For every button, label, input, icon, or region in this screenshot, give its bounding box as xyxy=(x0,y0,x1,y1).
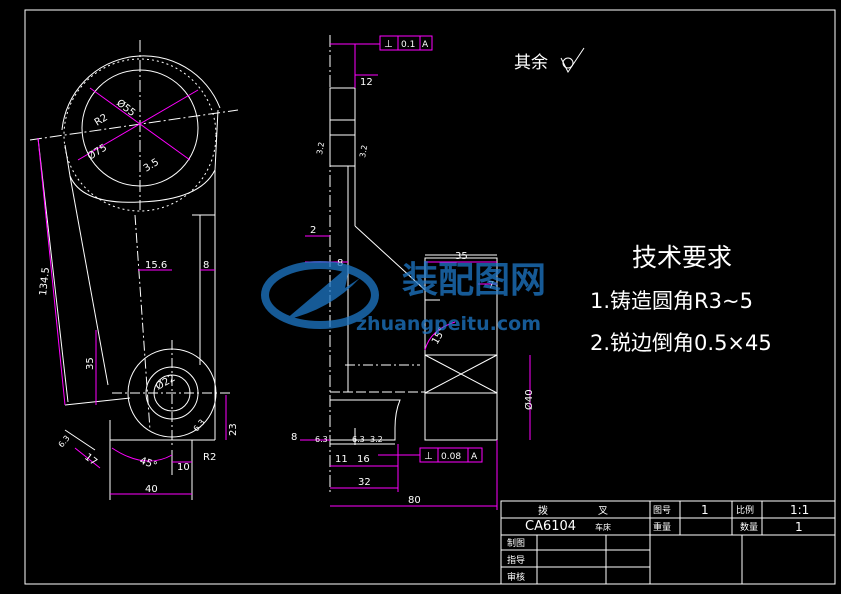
dim-dia-40: Ø40 xyxy=(523,389,535,410)
watermark: 装配图网 zhuangpeitu.com xyxy=(261,260,546,335)
side-view-dimensions xyxy=(300,43,531,510)
front-view xyxy=(29,40,239,500)
dim-height-35: 35 xyxy=(85,357,96,370)
dim-width-10: 10 xyxy=(177,462,190,473)
dim-width-7: 7 xyxy=(488,280,494,291)
dim-radius-r2: R2 xyxy=(203,452,216,463)
tech-req-item-2: 2.锐边倒角0.5×45 xyxy=(590,331,772,355)
dim-height-8: 8 xyxy=(291,432,297,443)
surface-finish-3-2-a: 3.2 xyxy=(315,141,326,155)
gdt-frame-top: ⊥ 0.1 A xyxy=(379,35,433,51)
surface-finish-6-3-e: 6.3 xyxy=(352,435,365,444)
watermark-url: zhuangpeitu.com xyxy=(356,313,541,335)
dim-width-8: 8 xyxy=(203,260,209,271)
title-block xyxy=(500,500,836,585)
gdt-top-datum: A xyxy=(422,40,429,50)
label-quantity: 数量 xyxy=(740,521,758,533)
front-view-dimensions xyxy=(37,87,227,495)
dim-length-134-5: 134.5 xyxy=(38,267,52,297)
label-weight: 重量 xyxy=(653,521,671,533)
dim-width-12: 12 xyxy=(360,77,373,88)
drawing-frame xyxy=(24,9,836,585)
roughness-symbol-icon xyxy=(560,47,585,73)
gdt-top-symbol: ⊥ xyxy=(384,39,393,50)
dim-width-11: 11 xyxy=(335,454,348,465)
dim-width-2: 2 xyxy=(310,225,316,236)
gdt-top-tolerance: 0.1 xyxy=(401,40,415,50)
technical-requirements: 技术要求 1.铸造圆角R3~5 2.锐边倒角0.5×45 xyxy=(590,243,772,355)
dim-width-32: 32 xyxy=(358,477,371,488)
gdt-bottom-datum: A xyxy=(471,452,478,462)
side-view xyxy=(329,35,498,495)
value-scale: 1:1 xyxy=(790,503,809,517)
label-drawing-no: 图号 xyxy=(653,505,671,516)
part-name-a: 拨 xyxy=(538,504,548,517)
gdt-bottom-symbol: ⊥ xyxy=(424,451,433,462)
gdt-frame-bottom: ⊥ 0.08 A xyxy=(419,447,483,463)
surface-finish-3-2-b: 3.2 xyxy=(358,144,369,158)
drawing-number: CA6104 xyxy=(525,519,576,534)
part-name-b: 叉 xyxy=(598,505,608,517)
tech-req-item-1: 1.铸造圆角R3~5 xyxy=(590,289,753,313)
watermark-logo-icon xyxy=(261,261,379,329)
title-block-text: 拨 叉 CA6104 车床 图号 1 比例 1:1 重量 数量 1 制图 指导 … xyxy=(507,503,809,583)
tech-req-title: 技术要求 xyxy=(632,243,732,272)
surface-finish-6-3-c: 6.3 xyxy=(315,435,328,444)
surface-finish-3-2-d: 3.2 xyxy=(370,435,383,444)
label-instructor: 指导 xyxy=(507,554,525,566)
dim-width-35: 35 xyxy=(455,251,468,262)
value-quantity: 1 xyxy=(795,520,803,534)
surface-note-label: 其余 xyxy=(514,53,548,73)
dim-width-15-6: 15.6 xyxy=(145,260,167,271)
label-designed: 制图 xyxy=(507,537,525,549)
value-drawing-no: 1 xyxy=(701,503,709,517)
dim-width-80: 80 xyxy=(408,495,421,506)
dim-width-16: 16 xyxy=(357,454,370,465)
label-reviewed: 审核 xyxy=(507,571,525,583)
dim-height-23: 23 xyxy=(228,423,239,436)
drawing-number-suffix: 车床 xyxy=(595,522,611,532)
watermark-cn: 装配图网 xyxy=(402,260,546,301)
gdt-bottom-tolerance: 0.08 xyxy=(441,452,461,462)
dim-width-40: 40 xyxy=(145,484,158,495)
surface-note: 其余 xyxy=(514,47,585,73)
label-scale: 比例 xyxy=(736,504,754,516)
